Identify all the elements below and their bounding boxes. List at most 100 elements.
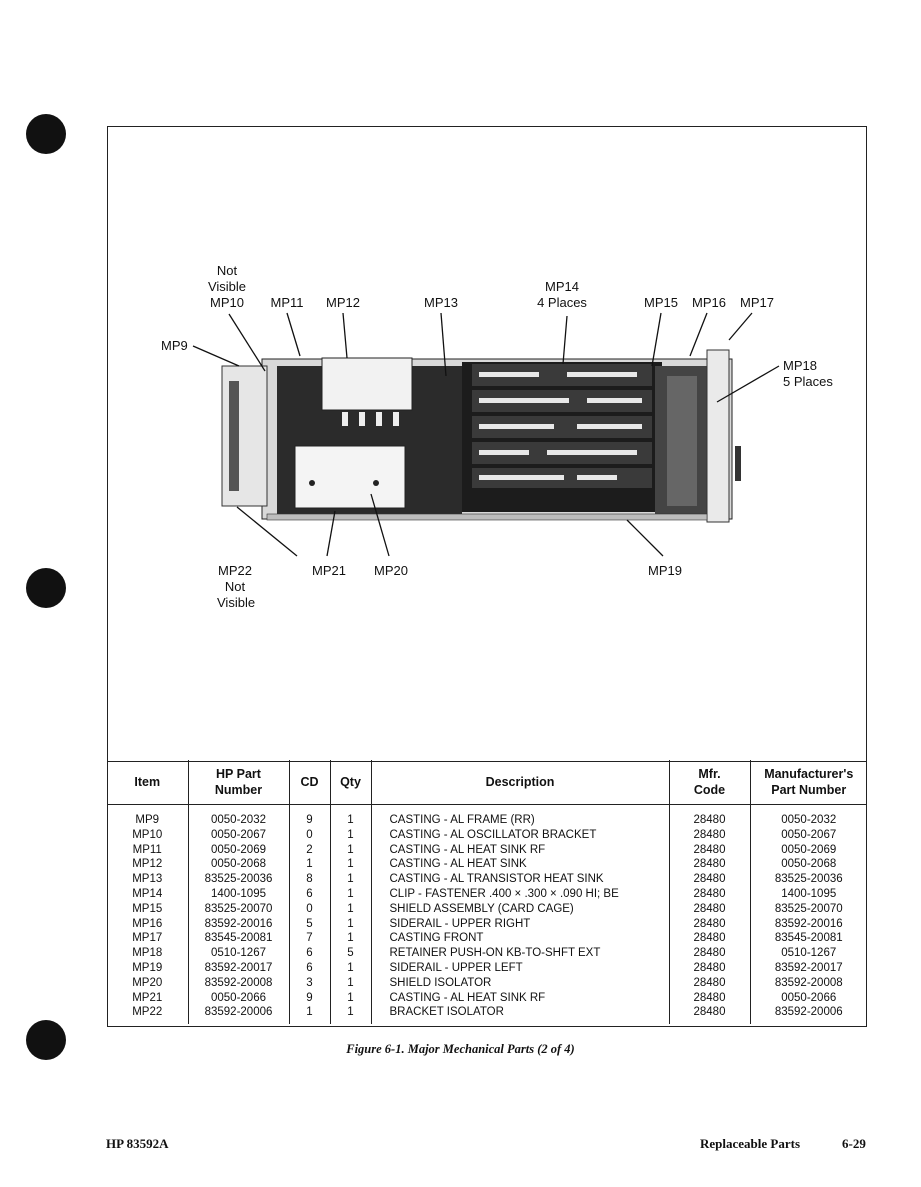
mechanical-parts-figure: Not Visible MP10 MP11 MP12 MP13 MP14 4 P…	[107, 126, 867, 760]
cell-hp-part-number: 0050-2032	[188, 813, 290, 828]
cell-hp-part-number: 83592-20008	[188, 975, 290, 991]
callout-mp20: MP20	[374, 563, 408, 578]
cell-cd: 3	[289, 975, 331, 991]
callout-mp13: MP13	[424, 295, 458, 310]
cell-mfr-code: 28480	[669, 886, 751, 902]
cell-qty: 1	[330, 975, 372, 991]
cell-hp-part-number: 83545-20081	[188, 931, 290, 947]
cell-cd: 1	[289, 1005, 331, 1021]
cell-mfr-code: 28480	[669, 842, 751, 858]
cell-cd: 2	[289, 842, 331, 858]
cell-mfr-part-number: 1400-1095	[781, 887, 837, 900]
cell-qty: 1	[330, 886, 372, 902]
cell-mfr-part-number: 83592-20006	[774, 1006, 843, 1019]
callout-mp11: MP11	[270, 295, 304, 310]
cell-cd: 5	[289, 916, 331, 932]
col-header-mfr-code: Mfr.Code	[669, 760, 751, 805]
figure-caption: Figure 6-1. Major Mechanical Parts (2 of…	[346, 1042, 575, 1056]
callout-mp17: MP17	[740, 295, 774, 310]
cell-hp-part-number: 83592-20017	[188, 960, 290, 976]
cell-mfr-part-number: 83592-20008	[774, 976, 843, 989]
cell-item: MP13	[107, 872, 189, 887]
cell-description: SIDERAIL - UPPER LEFT	[371, 960, 670, 976]
cell-mfr-part-number: 0050-2066	[781, 991, 837, 1004]
callout-mp16: MP16	[692, 295, 726, 310]
cell-item: MP14	[107, 886, 189, 902]
cell-hp-part-number: 83525-20070	[188, 901, 290, 917]
binder-hole-top	[26, 114, 66, 154]
cell-mfr-part-number: 0050-2069	[781, 843, 837, 856]
cell-description: CASTING - AL TRANSISTOR HEAT SINK	[371, 872, 670, 887]
cell-cd: 0	[289, 827, 331, 843]
cell-mfr-part-number: 0050-2032	[781, 814, 837, 826]
cell-description: SHIELD ASSEMBLY (CARD CAGE)	[371, 901, 670, 917]
cell-mfr-code: 28480	[669, 960, 751, 976]
cell-description: CASTING - AL OSCILLATOR BRACKET	[371, 827, 670, 843]
cell-mfr-part-number: 83525-20036	[774, 873, 843, 886]
col-header-qty: Qty	[330, 760, 372, 805]
cell-mfr-part-number: 0510-1267	[781, 947, 837, 960]
cell-mfr-part-number: 0050-2067	[781, 828, 837, 841]
cell-item: MP15	[107, 901, 189, 917]
col-header-item: Item	[107, 760, 189, 805]
cell-item: MP20	[107, 975, 189, 991]
callout-mp12: MP12	[326, 295, 360, 310]
cell-mfr-code: 28480	[669, 916, 751, 932]
table-spacer-row	[107, 1020, 867, 1025]
cell-item: MP22	[107, 1005, 189, 1021]
cell-description: BRACKET ISOLATOR	[371, 1005, 670, 1021]
cell-hp-part-number: 83525-20036	[188, 872, 290, 887]
cell-description: SHIELD ISOLATOR	[371, 975, 670, 991]
callout-mp10: MP10	[210, 295, 244, 310]
cell-item: MP11	[107, 842, 189, 858]
binder-hole-middle	[26, 568, 66, 608]
cell-item: MP21	[107, 990, 189, 1006]
callout-mp21: MP21	[312, 563, 346, 578]
cell-mfr-code: 28480	[669, 813, 751, 828]
cell-mfr-code: 28480	[669, 975, 751, 991]
cell-mfr-code: 28480	[669, 872, 751, 887]
cell-mfr-code: 28480	[669, 1005, 751, 1021]
cell-item: MP10	[107, 827, 189, 843]
cell-mfr-part-number: 83525-20070	[774, 902, 843, 915]
col-header-description: Description	[371, 760, 670, 805]
cell-mfr-code: 28480	[669, 946, 751, 961]
cell-description: CLIP - FASTENER .400 × .300 × .090 HI; B…	[371, 886, 670, 902]
footer-section: Replaceable Parts	[700, 1136, 801, 1151]
cell-hp-part-number: 0050-2069	[188, 842, 290, 858]
mp22-not-visible-note: Not Visible	[217, 579, 256, 610]
callout-mp22: MP22 Not Visible	[217, 563, 256, 610]
cell-qty: 1	[330, 916, 372, 932]
footer-model: HP 83592A	[106, 1136, 169, 1151]
cell-hp-part-number: 83592-20006	[188, 1005, 290, 1021]
cell-qty: 1	[330, 872, 372, 887]
cell-item: MP16	[107, 916, 189, 932]
cell-description: SIDERAIL - UPPER RIGHT	[371, 916, 670, 932]
cell-qty: 1	[330, 842, 372, 858]
table-spacer-row	[107, 804, 867, 813]
mp10-not-visible-note: Not Visible	[207, 263, 247, 294]
cell-mfr-code: 28480	[669, 931, 751, 947]
callout-mp19: MP19	[648, 563, 682, 578]
cell-qty: 1	[330, 827, 372, 843]
cell-cd: 9	[289, 990, 331, 1006]
cell-mfr-part-number: 83592-20016	[774, 917, 843, 930]
cell-cd: 7	[289, 931, 331, 947]
cell-description: CASTING - AL FRAME (RR)	[371, 813, 670, 828]
cell-cd: 8	[289, 872, 331, 887]
callout-mp14: MP14 4 Places	[532, 279, 592, 311]
cell-description: RETAINER PUSH-ON KB-TO-SHFT EXT	[371, 946, 670, 961]
cell-qty: 1	[330, 813, 372, 828]
